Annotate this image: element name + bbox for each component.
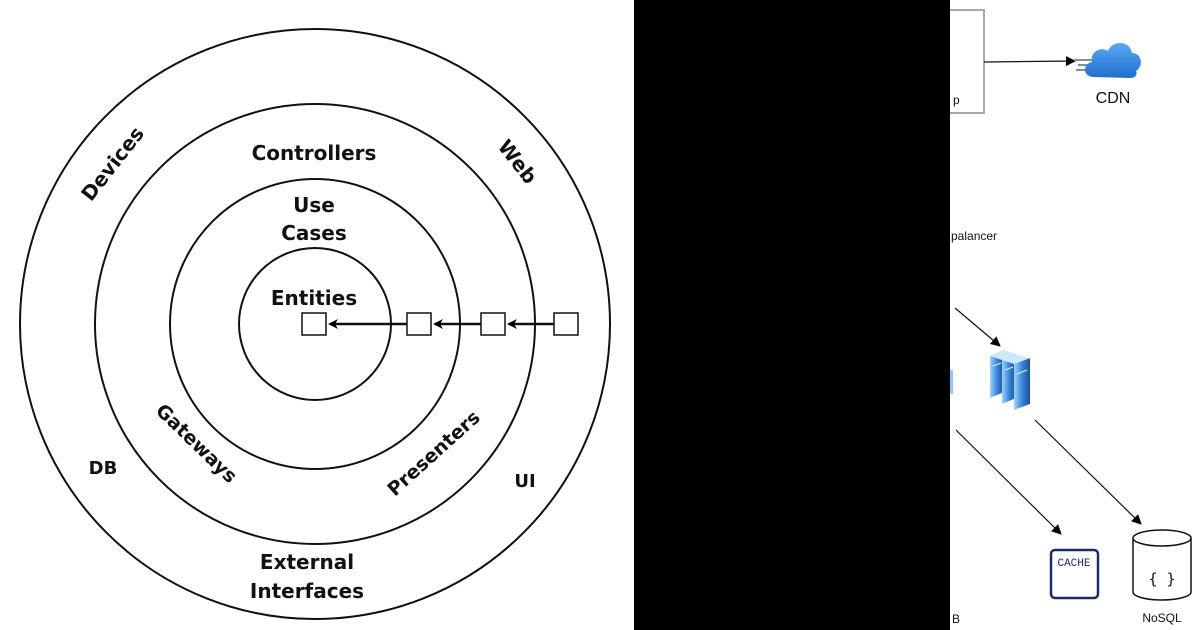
ring-outer (19, 28, 611, 620)
label-cases: Cases (281, 221, 347, 245)
arrow-to-cache (955, 429, 1062, 535)
label-gateways: Gateways (151, 400, 241, 488)
label-use: Use (293, 193, 335, 217)
balancer-label: palancer (951, 229, 997, 243)
arrow-to-servers (954, 307, 1001, 347)
label-presenters: Presenters (383, 406, 484, 500)
server-stack-icon (990, 350, 1030, 410)
label-db: DB (89, 458, 118, 479)
partial-server-sliver (950, 370, 953, 394)
cache-icon (1049, 548, 1100, 600)
label-entities: Entities (271, 286, 357, 310)
cdn-label: CDN (1096, 90, 1131, 107)
clean-architecture-diagram: Devices Web DB UI External Interfaces Co… (19, 28, 611, 620)
system-design-diagram: p CDN palancer (950, 9, 1192, 626)
nosql-symbol: { } (1148, 570, 1175, 588)
label-controllers: Controllers (252, 141, 377, 165)
nosql-label: NoSQL (1142, 611, 1182, 625)
dependency-box-controllers (480, 312, 506, 336)
cloud-icon (1074, 42, 1141, 78)
connector-to-cdn (983, 56, 1076, 67)
dependency-box-entities (301, 312, 327, 336)
black-panel (634, 0, 950, 630)
dependency-box-use-cases (406, 312, 432, 336)
arrow-to-nosql (1034, 419, 1142, 525)
label-web: Web (493, 135, 542, 189)
label-external: External (260, 550, 354, 574)
db-partial-label: B (952, 612, 960, 626)
dependency-box-outer (553, 312, 579, 336)
label-ui: UI (514, 471, 535, 492)
cache-label: CACHE (1057, 558, 1090, 570)
label-interfaces: Interfaces (250, 579, 364, 603)
nosql-database-icon (1132, 529, 1192, 601)
partial-box-text: p (953, 93, 960, 107)
